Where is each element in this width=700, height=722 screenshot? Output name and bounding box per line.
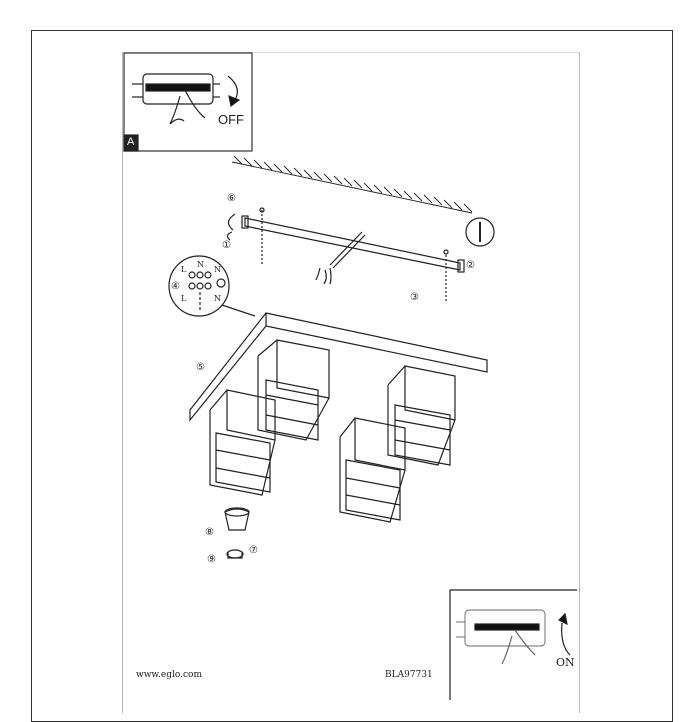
panel-a-label: A (127, 136, 135, 148)
instruction-sheet (122, 52, 580, 713)
step-6: ⑥ (227, 193, 236, 204)
on-label: ON (556, 656, 575, 669)
panel-a-switch-off (123, 52, 253, 152)
terminal-n-top: N (214, 265, 221, 274)
gu10-bulb (224, 507, 250, 559)
off-label: OFF (218, 112, 244, 127)
assembly-diagram (123, 52, 577, 700)
step-8: ⑧ (205, 527, 214, 538)
step-2: ② (466, 260, 475, 271)
step-1: ① (222, 240, 231, 251)
panel-switch-on (449, 589, 577, 700)
terminal-n-bottom: N (214, 294, 221, 303)
terminal-n-top-mid: N (197, 260, 204, 269)
step-7: ⑦ (249, 545, 258, 556)
step-9: ⑨ (207, 554, 216, 565)
terminal-block-detail (168, 255, 256, 317)
website-link[interactable]: www.eglo.com (136, 670, 202, 680)
canopy-plate (189, 312, 488, 422)
step-3: ③ (410, 292, 419, 303)
mounting-bracket (226, 207, 495, 303)
step-5: ⑤ (196, 362, 205, 373)
cube-shades (209, 339, 456, 523)
ceiling-hatch (231, 155, 473, 214)
terminal-l-bottom: L (181, 294, 187, 303)
product-code: BLA97731 (385, 670, 433, 680)
terminal-l-top: L (181, 265, 187, 274)
step-4: ④ (171, 281, 180, 292)
